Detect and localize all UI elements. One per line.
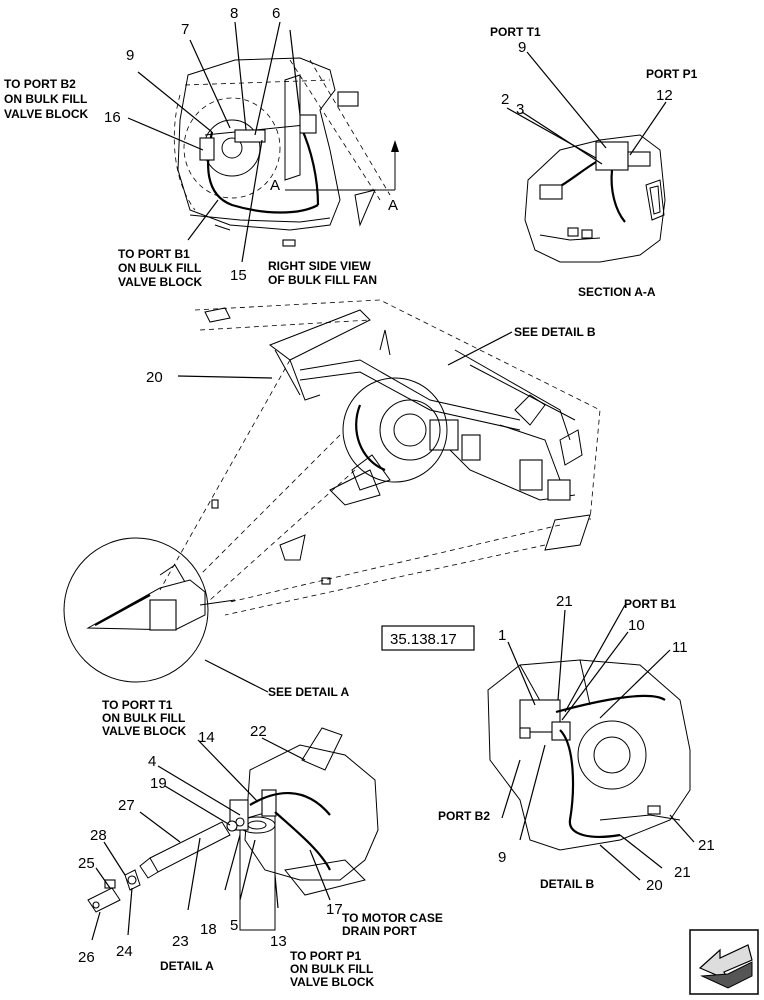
label-port-p1: PORT P1 <box>646 67 698 81</box>
callout-28: 28 <box>90 827 107 844</box>
reference-number: 35.138.17 <box>390 631 457 648</box>
label-port-b2: PORT B2 <box>438 809 490 823</box>
page-arrow-icon[interactable] <box>689 929 759 995</box>
callout-25: 25 <box>78 855 95 872</box>
callout-6: 6 <box>272 5 280 22</box>
callout-22: 22 <box>250 723 267 740</box>
callout-8: 8 <box>230 5 238 22</box>
fan-side-view <box>173 57 399 247</box>
label-port-b1: PORT B1 <box>624 597 676 611</box>
callout-15: 15 <box>230 267 247 284</box>
callout-17: 17 <box>326 901 343 918</box>
label-section-a-a: SECTION A-A <box>578 285 656 299</box>
callout-26: 26 <box>78 949 95 966</box>
callout-12: 12 <box>656 87 673 104</box>
callout-10: 10 <box>628 617 645 634</box>
label-detail-a: DETAIL A <box>160 959 214 973</box>
reference-box <box>381 625 475 651</box>
callout-14: 14 <box>198 729 215 746</box>
note-to-port-p1: TO PORT P1 ON BULK FILL VALVE BLOCK <box>290 949 376 989</box>
label-see-detail-b: SEE DETAIL B <box>514 325 596 339</box>
callout-27: 27 <box>118 797 135 814</box>
callout-21-lower: 21 <box>674 864 691 881</box>
callout-19: 19 <box>150 775 167 792</box>
callout-7: 7 <box>181 21 189 38</box>
callout-3: 3 <box>516 101 524 118</box>
section-letter-a-arrow: A <box>388 197 398 214</box>
label-see-detail-a: SEE DETAIL A <box>268 685 349 699</box>
note-to-port-b2: TO PORT B2 ON BULK FILL VALVE BLOCK <box>4 77 90 121</box>
note-right-side-view: RIGHT SIDE VIEW OF BULK FILL FAN <box>268 259 377 287</box>
note-to-port-t1: TO PORT T1 ON BULK FILL VALVE BLOCK <box>102 698 188 738</box>
callout-20-main: 20 <box>146 369 163 386</box>
callout-9-detail-b: 9 <box>498 849 506 866</box>
callout-24: 24 <box>116 943 133 960</box>
section-letter-a: A <box>270 177 280 194</box>
callout-5: 5 <box>230 917 238 934</box>
callout-4: 4 <box>148 753 156 770</box>
frame-assembly <box>159 299 601 616</box>
detail-b-view <box>487 659 691 851</box>
note-to-port-b1: TO PORT B1 ON BULK FILL VALVE BLOCK <box>118 247 204 289</box>
section-a-a-view <box>524 134 666 263</box>
detail-a-circle <box>63 537 236 683</box>
callout-9-section: 9 <box>518 39 526 56</box>
note-to-motor-case: TO MOTOR CASE DRAIN PORT <box>342 911 446 938</box>
callout-21-right: 21 <box>698 837 715 854</box>
callout-13: 13 <box>270 933 287 950</box>
label-detail-b: DETAIL B <box>540 877 595 891</box>
callout-11: 11 <box>672 639 688 656</box>
callout-20-detail-b: 20 <box>646 877 663 894</box>
callout-16: 16 <box>104 109 121 126</box>
callout-2: 2 <box>501 91 509 108</box>
callout-1: 1 <box>498 627 506 644</box>
callout-23: 23 <box>172 933 189 950</box>
callout-21-top: 21 <box>556 593 573 610</box>
callout-18: 18 <box>200 921 217 938</box>
label-port-t1: PORT T1 <box>490 25 541 39</box>
callout-9: 9 <box>126 47 134 64</box>
